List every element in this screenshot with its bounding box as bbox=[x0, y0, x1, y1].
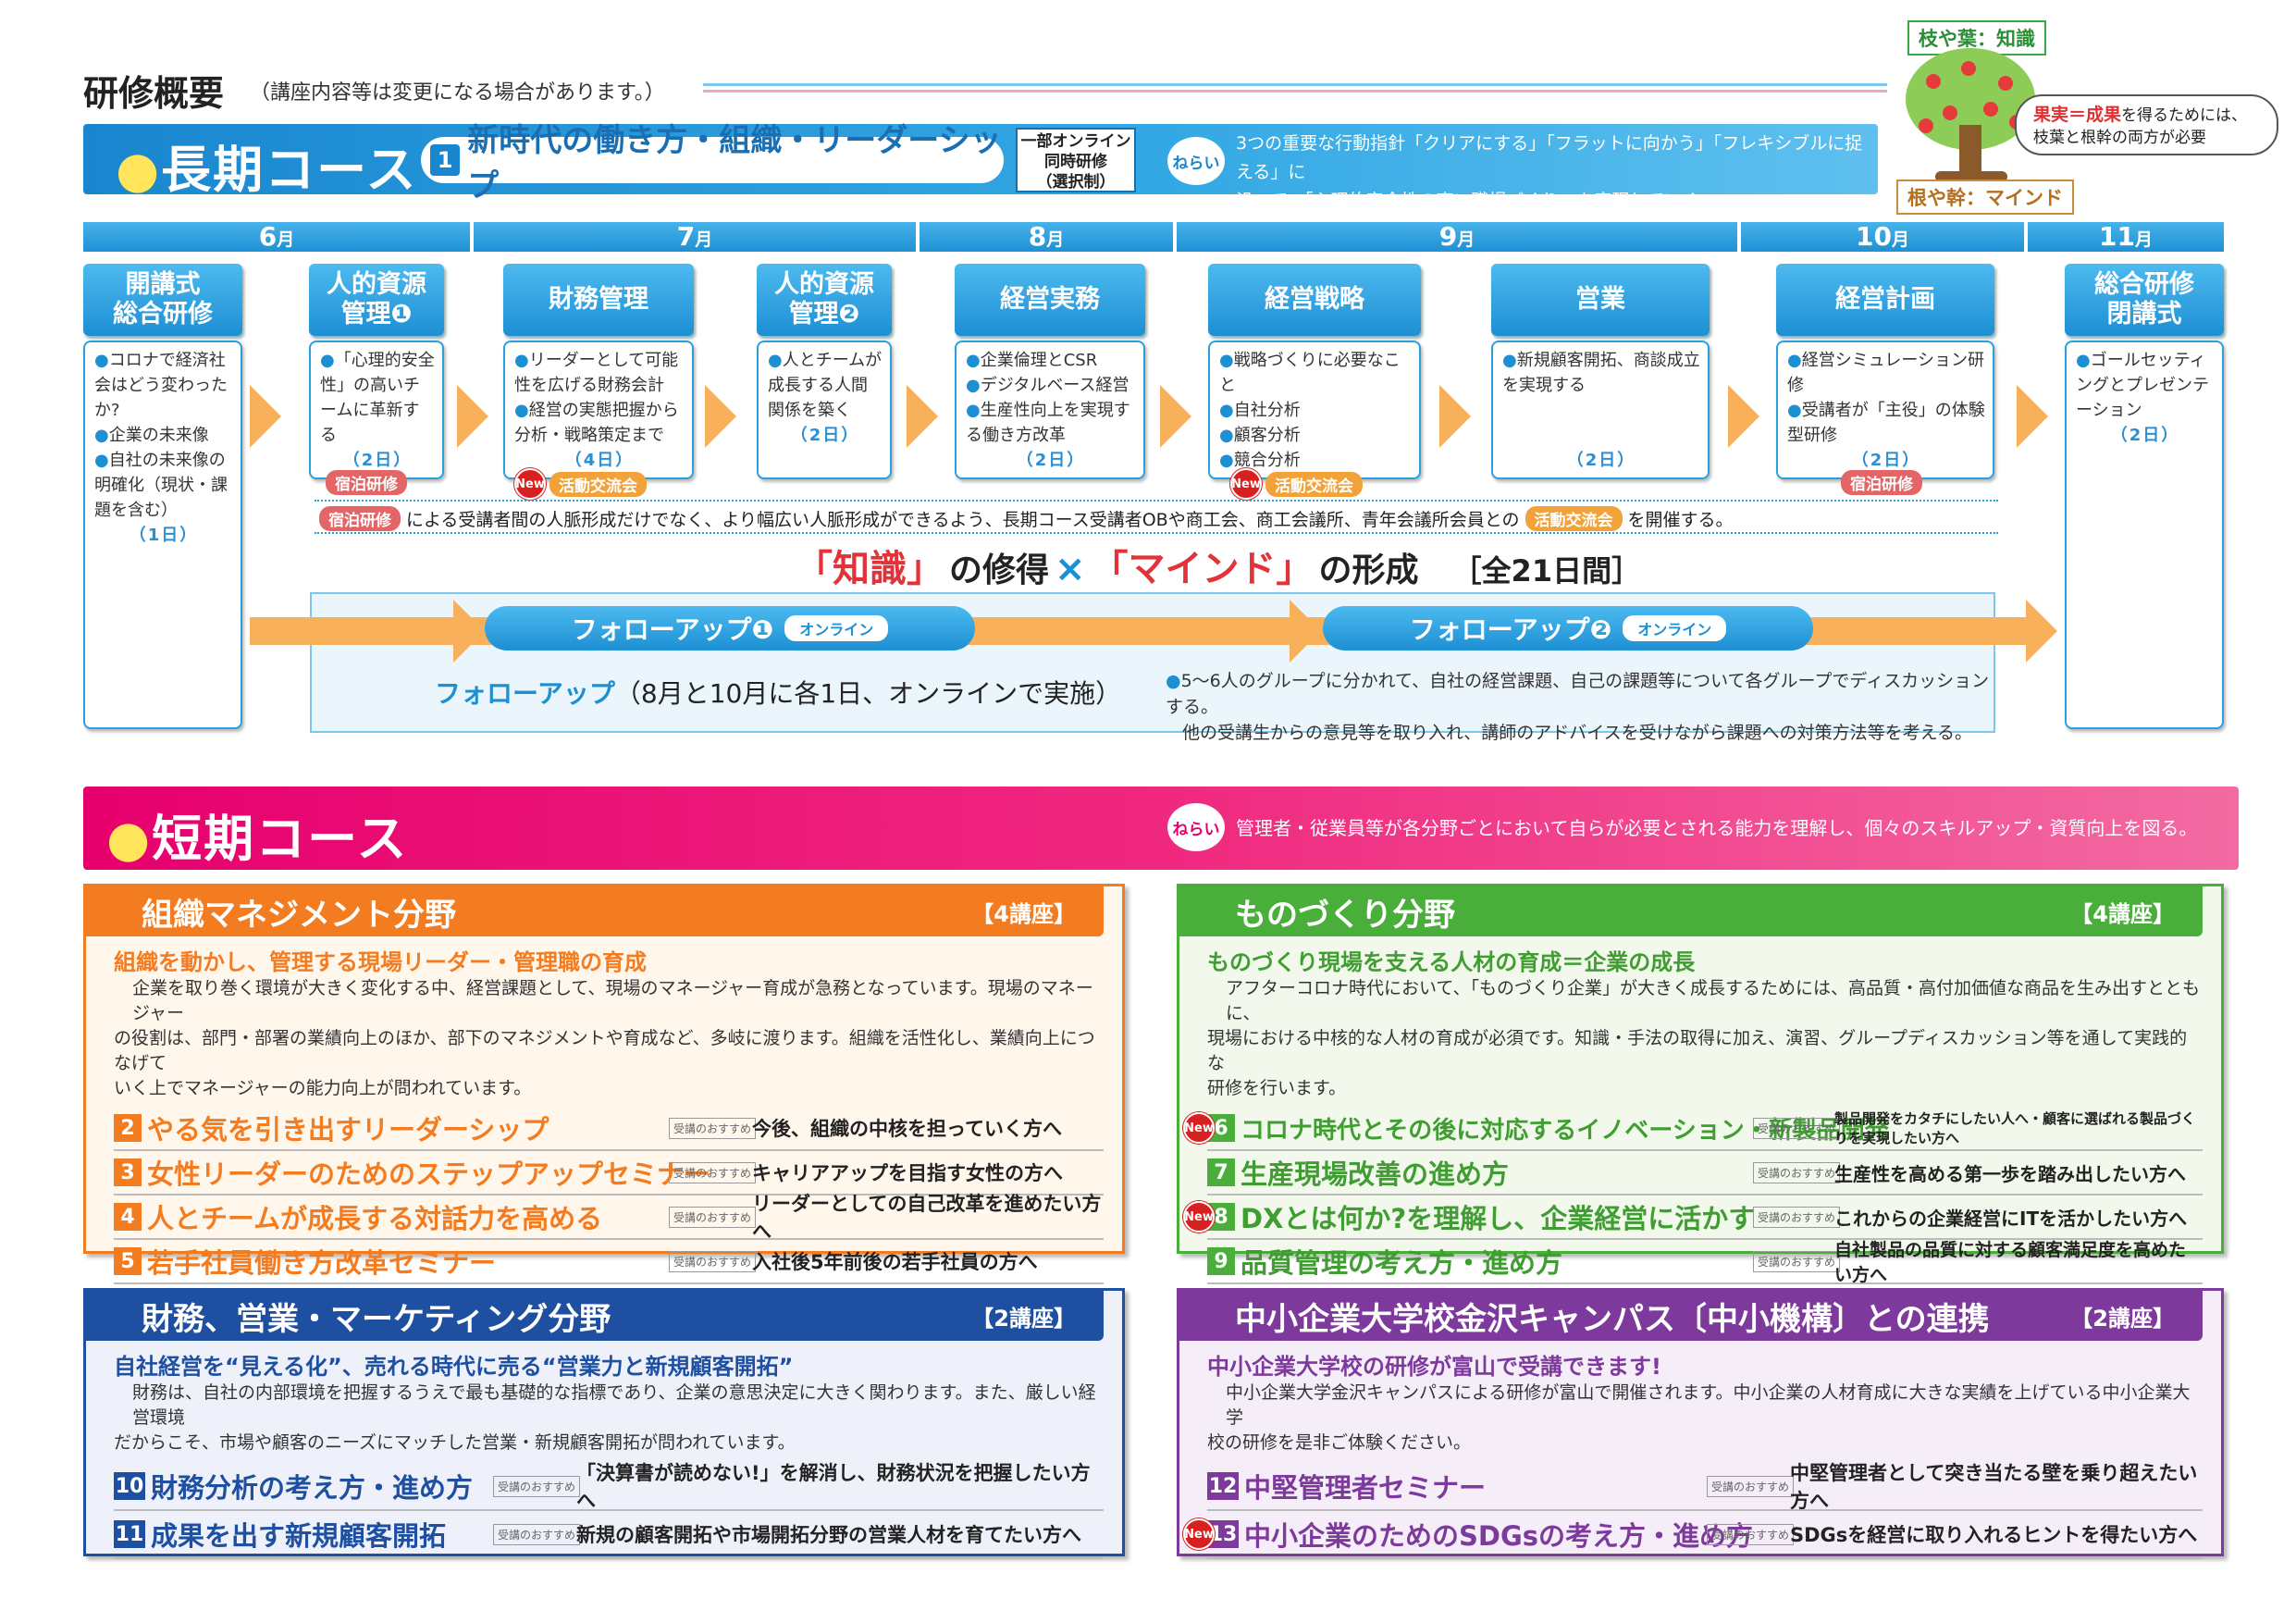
course-row: 4 人とチームが成長する対話力を高める 受講のおすすめ リーダーとしての自己改革… bbox=[114, 1193, 1104, 1243]
arrow-right-icon bbox=[457, 385, 488, 448]
arrow-right-icon bbox=[453, 600, 485, 663]
nerai-text-long: 3つの重要な行動指針「クリアにする」「フラットに向かう」「フレキシブルに捉える」… bbox=[1236, 133, 1863, 211]
tag-lodging-1: 宿泊研修 bbox=[326, 470, 407, 495]
module-sales-body: ●新規顧客開拓、商談成立を実現する （2日） bbox=[1491, 341, 1710, 479]
module-hr1-head: 人的資源管理❶ bbox=[309, 264, 444, 336]
panel-org: 組織マネジメント分野【4講座】 組織を動かし、管理する現場リーダー・管理職の育成… bbox=[83, 884, 1125, 1284]
month-november: 11月 bbox=[2028, 222, 2224, 252]
module-strategy-body: ●戦略づくりに必要なこと ●自社分析 ●顧客分析 ●競合分析 （2日） bbox=[1208, 341, 1421, 495]
module-hr2-head: 人的資源管理❷ bbox=[757, 264, 892, 336]
course-row: 7 生産現場改善の進め方 受講のおすすめ 生産性を高める第一歩を踏み出したい方へ bbox=[1207, 1151, 2203, 1196]
panel-mono: ものづくり分野【4講座】 ものづくり現場を支える人材の育成＝企業の成長 アフター… bbox=[1177, 884, 2224, 1285]
arrow-right-icon bbox=[250, 385, 281, 448]
panel-fin-sub: 自社経営を“見える化”、売れる時代に売る“営業力と新規顧客開拓” bbox=[114, 1354, 794, 1380]
online-note: 一部オンライン 同時研修 （選択制） bbox=[1016, 128, 1136, 192]
tree-speech-bubble: 果実＝成果を得るためには、 枝葉と根幹の両方が必要 bbox=[2015, 94, 2278, 155]
module-closing-body: ●ゴールセッティングとプレゼンテーション （2日） bbox=[2065, 341, 2224, 729]
followup-desc: フォローアップ（8月と10月に各1日、オンラインで実施） bbox=[435, 678, 1122, 709]
panel-univ-head: 中小企業大学校金沢キャンパス〔中小機構〕との連携【2講座】 bbox=[1179, 1291, 2203, 1341]
dotted-divider bbox=[315, 532, 1998, 534]
nerai-badge-long: ねらい bbox=[1167, 137, 1225, 185]
new-badge: New bbox=[514, 468, 546, 500]
module-finance-head: 財務管理 bbox=[503, 264, 694, 336]
module-finance-body: ●リーダーとして可能性を広げる財務会計 ●経営の実態把握から分析・戦略策定まで … bbox=[503, 341, 694, 479]
new-badge: New bbox=[1183, 1201, 1215, 1233]
module-practice-head: 経営実務 bbox=[955, 264, 1145, 336]
arrow-right-icon bbox=[1728, 385, 1759, 448]
followup-bullets: ●5～6人のグループに分かれて、自社の経営課題、自己の課題等について各グループで… bbox=[1166, 671, 1990, 743]
course-1-name: 新時代の働き方・組織・リーダーシップ bbox=[467, 122, 1002, 204]
short-course-title: ●短期コース bbox=[106, 810, 409, 868]
panel-fin-desc: 財務は、自社の内部環境を把握するうえで最も基礎的な指標であり、企業の意思決定に大… bbox=[114, 1382, 1096, 1453]
module-plan-body: ●経営シミュレーション研修 ●受講者が「主役」の体験型研修 （2日） bbox=[1776, 341, 1994, 479]
course-row: 3 女性リーダーのためのステップアップセミナー 受講のおすすめ キャリアアップを… bbox=[114, 1151, 1104, 1196]
module-strategy-head: 経営戦略 bbox=[1208, 264, 1421, 336]
course-row: 12 中堅管理者セミナー 受講のおすすめ 中堅管理者として突き当たる壁を乗り超え… bbox=[1207, 1462, 2203, 1512]
new-badge: New bbox=[1230, 468, 1262, 500]
exchange-note: 宿泊研修 による受講者間の人脈形成だけでなく、より幅広い人脈形成ができるよう、長… bbox=[319, 506, 1734, 531]
module-practice-body: ●企業倫理とCSR ●デジタルベース経営 ●生産性向上を実現する働き方改革 （2… bbox=[955, 341, 1145, 479]
dotted-divider bbox=[315, 500, 1998, 502]
slogan: 「知識」の修得 × 「マインド」の形成 ［全21日間］ bbox=[796, 548, 1642, 590]
panel-fin-head: 財務、営業・マーケティング分野【2講座】 bbox=[86, 1291, 1104, 1341]
arrow-right-icon bbox=[2017, 385, 2048, 448]
panel-mono-desc: アフターコロナ時代において、「ものづくり企業」が大きく成長するためには、高品質・… bbox=[1207, 978, 2200, 1098]
module-hr1-body: ●「心理的安全性」の高いチームに革新する （2日） bbox=[309, 341, 444, 479]
course-row: New 6 コロナ時代とその後に対応するイノベーション・新製品開発 受講のおすす… bbox=[1183, 1107, 2203, 1151]
arrow-right-icon bbox=[1439, 385, 1471, 448]
month-october: 10月 bbox=[1741, 222, 2024, 252]
nerai-badge-short: ねらい bbox=[1167, 803, 1225, 851]
arrow-right-icon bbox=[2026, 600, 2057, 663]
module-opening-body: ●コロナで経済社会はどう変わったか? ●企業の未来像 ●自社の未来像の明確化（現… bbox=[83, 341, 242, 729]
panel-org-desc: 企業を取り巻く環境が大きく変化する中、経営課題として、現場のマネージャー育成が急… bbox=[114, 978, 1095, 1098]
nerai-text-short: 管理者・従業員等が各分野ごとにおいて自らが必要とされる能力を理解し、個々のスキル… bbox=[1236, 817, 2198, 839]
course-row: 5 若手社員働き方改革セミナー 受講のおすすめ 入社後5年前後の若手社員の方へ bbox=[114, 1240, 1104, 1284]
short-course-banner bbox=[83, 787, 2239, 870]
module-closing-head: 総合研修閉講式 bbox=[2065, 264, 2224, 336]
month-august: 8月 bbox=[920, 222, 1173, 252]
module-opening-head: 開講式総合研修 bbox=[83, 264, 242, 336]
course-row: New 13 中小企業のためのSDGsの考え方・進め方 受講のおすすめ SDGs… bbox=[1183, 1511, 2203, 1559]
arrow-right-icon bbox=[705, 385, 736, 448]
panel-univ-sub: 中小企業大学校の研修が富山で受講できます! bbox=[1207, 1354, 1661, 1380]
month-july: 7月 bbox=[474, 222, 916, 252]
page-note: （講座内容等は変更になる場合があります。） bbox=[250, 81, 665, 105]
course-row: 11 成果を出す新規顧客開拓 受講のおすすめ 新規の顧客開拓や市場開拓分野の営業… bbox=[114, 1511, 1104, 1559]
panel-org-sub: 組織を動かし、管理する現場リーダー・管理職の育成 bbox=[114, 949, 647, 975]
tree-label-mind: 根や幹：マインド bbox=[1896, 180, 2074, 215]
arrow-right-icon bbox=[907, 385, 938, 448]
course-1-number: 1 bbox=[430, 144, 461, 176]
page-title: 研修概要 bbox=[83, 73, 225, 114]
new-badge: New bbox=[1183, 1112, 1215, 1144]
course-row: 9 品質管理の考え方・進め方 受講のおすすめ 自社製品の品質に対する顧客満足度を… bbox=[1207, 1240, 2203, 1285]
course-row: New 8 DXとは何か?を理解し、企業経営に活かす 受講のおすすめ これからの… bbox=[1183, 1196, 2203, 1240]
panel-fin: 財務、営業・マーケティング分野【2講座】 自社経営を“見える化”、売れる時代に売… bbox=[83, 1288, 1125, 1559]
panel-org-head: 組織マネジメント分野【4講座】 bbox=[86, 886, 1104, 936]
panel-mono-head: ものづくり分野【4講座】 bbox=[1179, 886, 2203, 936]
long-course-title: ●長期コース bbox=[116, 141, 418, 199]
month-june: 6月 bbox=[83, 222, 470, 252]
tag-lodging-2: 宿泊研修 bbox=[1841, 470, 1922, 495]
module-plan-head: 経営計画 bbox=[1776, 264, 1994, 336]
title-rule bbox=[703, 83, 1887, 93]
arrow-right-icon bbox=[1290, 600, 1321, 663]
panel-univ-desc: 中小企業大学金沢キャンパスによる研修が富山で開催されます。中小企業の人材育成に大… bbox=[1207, 1382, 2191, 1453]
panel-univ: 中小企業大学校金沢キャンパス〔中小機構〕との連携【2講座】 中小企業大学校の研修… bbox=[1177, 1288, 2224, 1559]
tree-label-knowledge: 枝や葉：知識 bbox=[1907, 20, 2046, 56]
course-1-box: 1 新時代の働き方・組織・リーダーシップ bbox=[421, 122, 1004, 204]
panel-mono-sub: ものづくり現場を支える人材の育成＝企業の成長 bbox=[1207, 949, 1696, 975]
month-september: 9月 bbox=[1177, 222, 1737, 252]
course-row: 2 やる気を引き出すリーダーシップ 受講のおすすめ 今後、組織の中核を担っていく… bbox=[114, 1107, 1104, 1151]
module-hr2-body: ●人とチームが成長する人間関係を築く （2日） bbox=[757, 341, 892, 479]
course-row: 10 財務分析の考え方・進め方 受講のおすすめ 「決算書が読めない!」を解消し、… bbox=[114, 1462, 1104, 1512]
module-sales-head: 営業 bbox=[1491, 264, 1710, 336]
arrow-right-icon bbox=[1160, 385, 1191, 448]
new-badge: New bbox=[1183, 1518, 1215, 1550]
